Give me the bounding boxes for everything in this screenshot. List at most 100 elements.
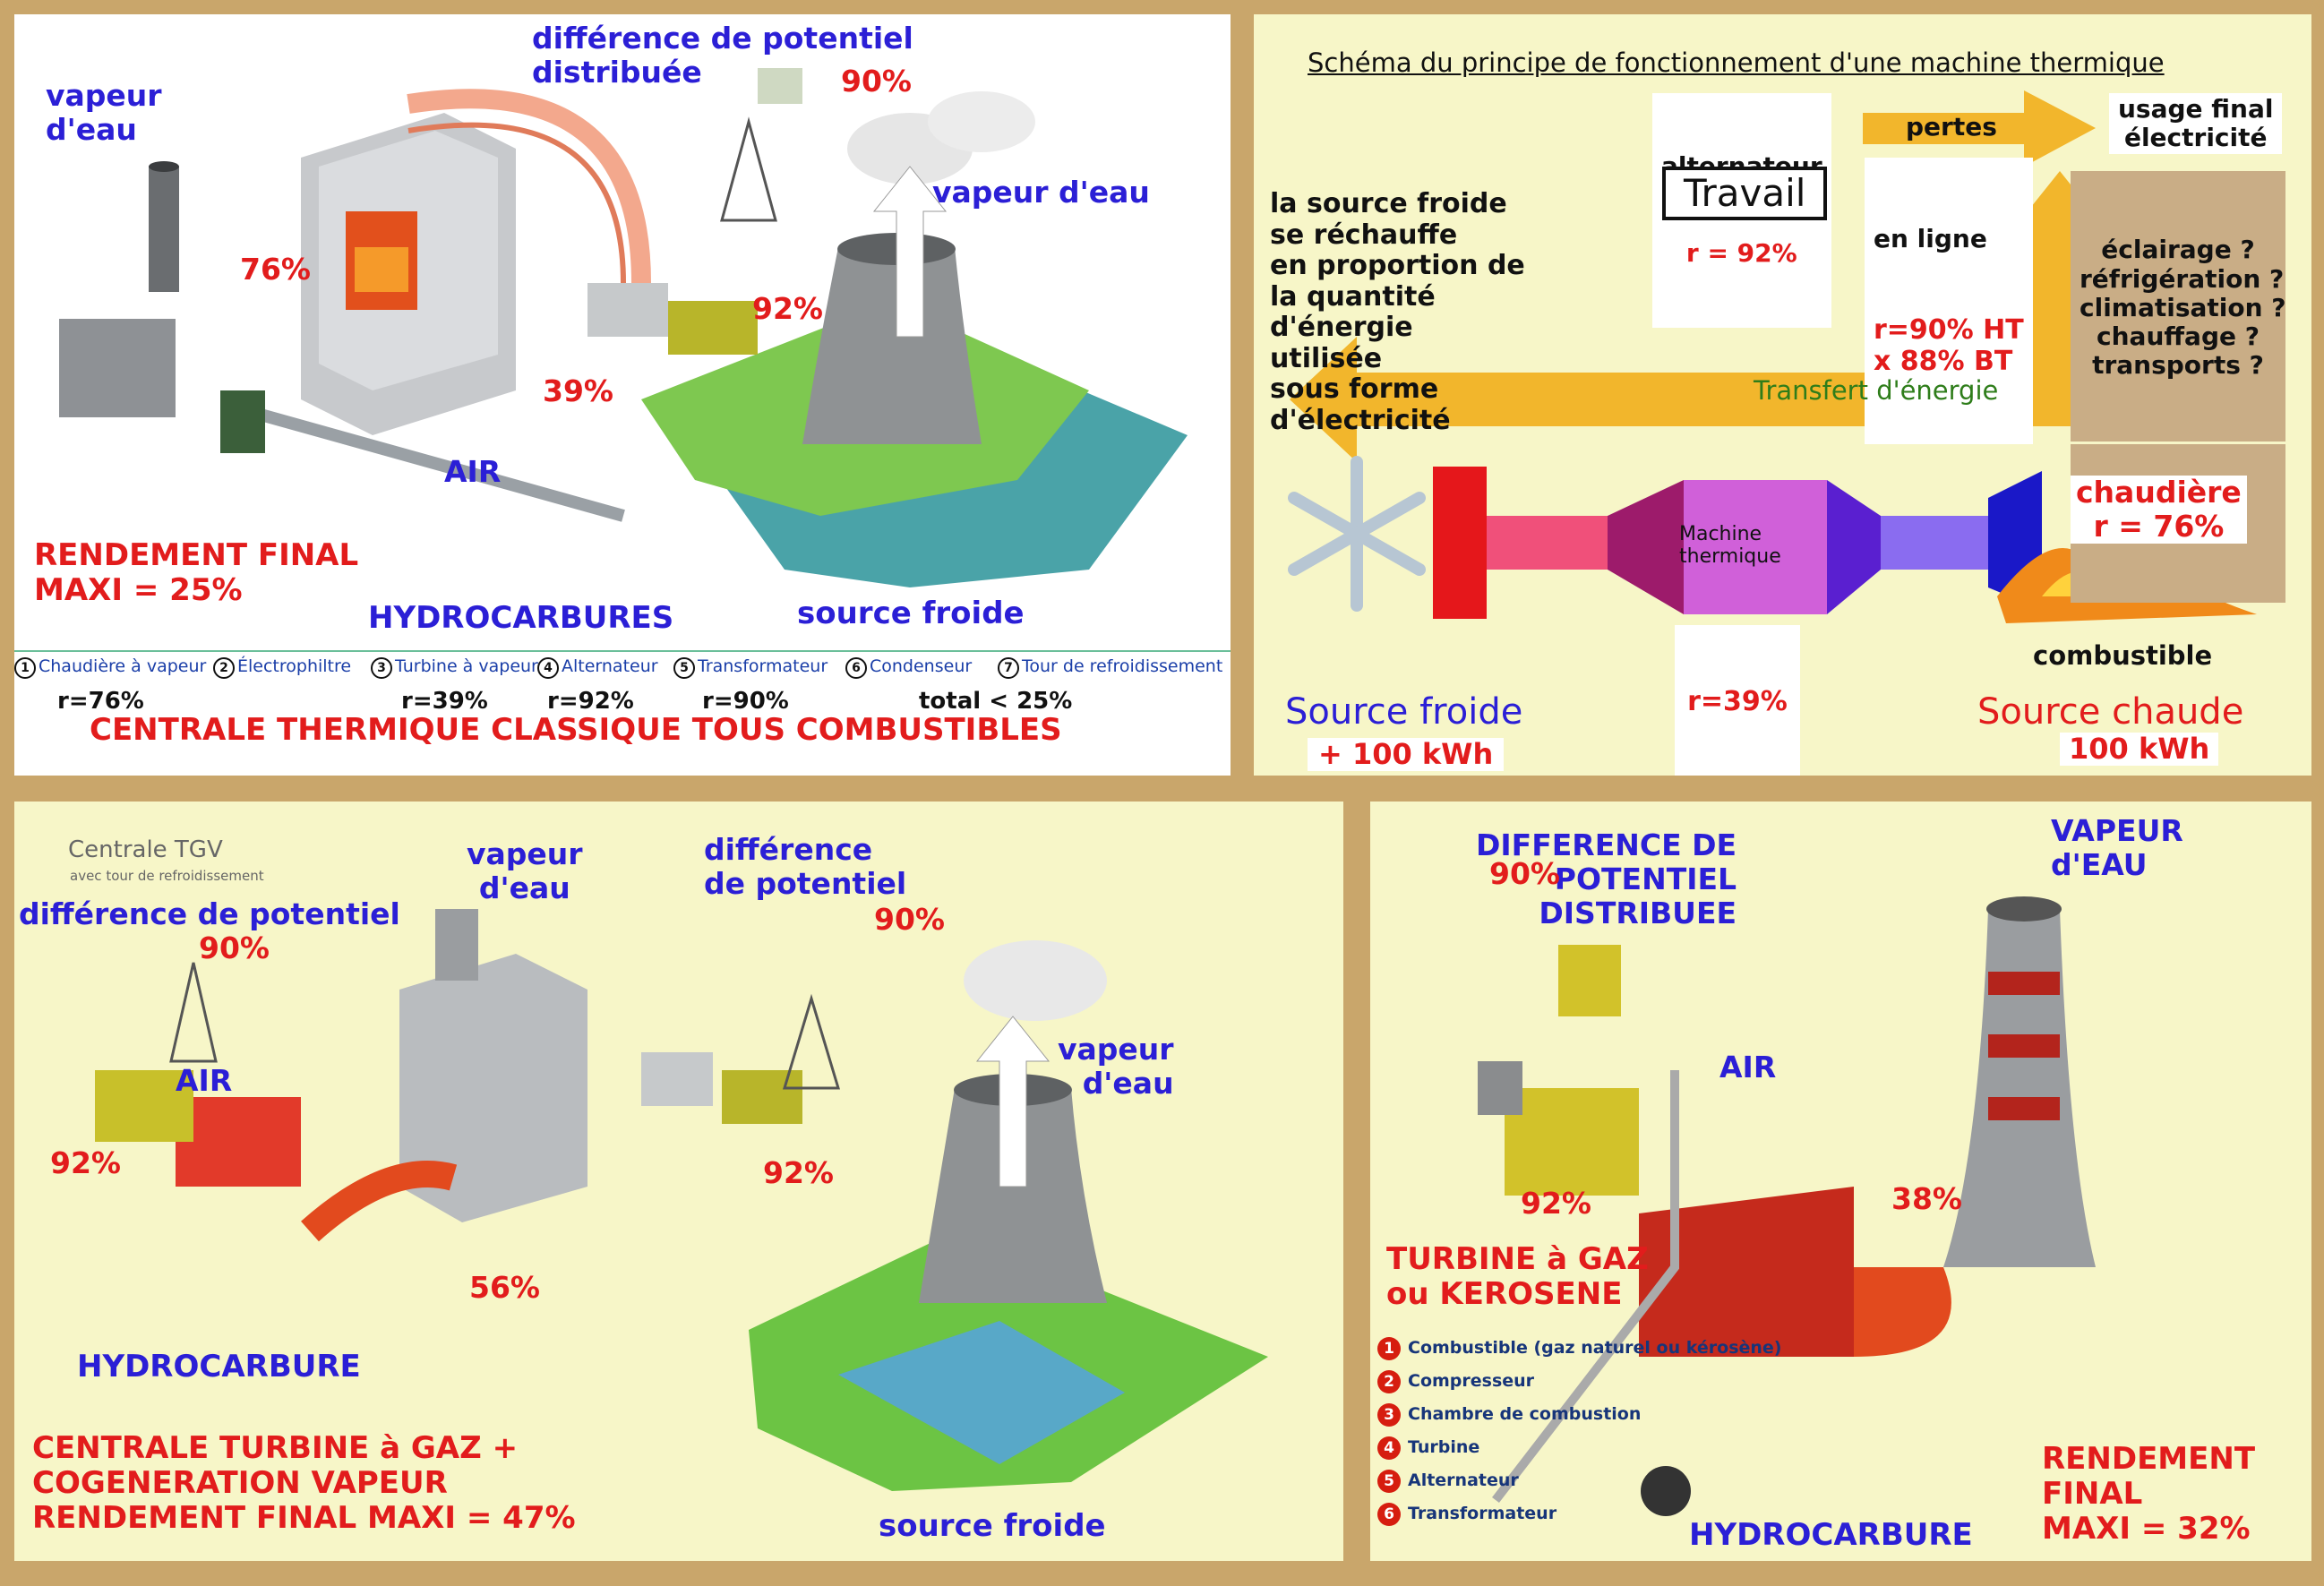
label-difference-potentiel: différence de potentiel distribuée <box>532 21 913 90</box>
source-froide-explanation: la source froide se réchauffe en proport… <box>1270 188 1525 436</box>
label-hydrocarbure: HYDROCARBURE <box>77 1349 361 1385</box>
legend-number: 4 <box>1377 1436 1401 1460</box>
legend-label: Compresseur <box>1408 1371 1535 1391</box>
ligne-box: en ligne r=90% HT x 88% BT <box>1865 158 2033 445</box>
combustible-label: combustible <box>2033 640 2213 671</box>
label-air: AIR <box>444 454 502 489</box>
label-diff-potentiel-left: différence de potentiel <box>19 896 400 931</box>
usage-final-label: usage final électricité <box>2109 93 2283 155</box>
legend-value-3: r=39% <box>401 688 488 715</box>
label-pct-92: 92% <box>1521 1186 1591 1221</box>
legend-value-5: r=90% <box>702 688 789 715</box>
snowflake-icon <box>1288 456 1426 612</box>
travail-box: Travail <box>1662 167 1828 221</box>
label-hydrocarbures: HYDROCARBURES <box>368 600 674 636</box>
label-vapeur-eau-left: vapeur d'eau <box>46 78 162 147</box>
panel-tgv-plant: Centrale TGV avec tour de refroidissemen… <box>14 802 1343 1561</box>
label-rendement-final: RENDEMENT FINAL MAXI = 32% <box>2042 1441 2256 1547</box>
source-chaude-title: Source chaude <box>1977 691 2244 733</box>
legend-value-1: r=76% <box>57 688 144 715</box>
machine-thermique-label: Machine thermique <box>1679 523 1781 569</box>
label-vapeur-right: vapeur d'eau <box>1058 1032 1174 1101</box>
legend-label: Chambre de combustion <box>1408 1404 1642 1424</box>
legend-number: 1 <box>1377 1337 1401 1360</box>
label-vapeur-top: vapeur d'eau <box>467 836 583 905</box>
label-pct-92-right: 92% <box>763 1155 834 1190</box>
label-hydrocarbure: HYDROCARBURE <box>1689 1517 1973 1553</box>
legend-value-6: total < 25% <box>919 688 1073 715</box>
label-rendement-final: RENDEMENT FINAL MAXI = 25% <box>34 537 359 609</box>
label-difference-potentiel: DIFFERENCE DE POTENTIEL DISTRIBUEE <box>1476 827 1737 930</box>
legend-number: 4 <box>537 657 559 679</box>
legend-label: Tour de refroidissement <box>1022 656 1223 676</box>
legend-number: 6 <box>845 657 867 679</box>
legend-item-6: 6 Transformateur <box>1377 1503 1781 1536</box>
legend-label: Électrophiltre <box>237 656 352 676</box>
legend-label: Alternateur <box>562 656 658 676</box>
kwh22-divider <box>2071 441 2285 444</box>
label-pct-56: 56% <box>469 1270 540 1305</box>
legend-number: 7 <box>998 657 1019 679</box>
label-vapeur-eau: VAPEUR d'EAU <box>2051 813 2183 882</box>
source-froide-title: Source froide <box>1285 691 1523 733</box>
legend-value-4: r=92% <box>547 688 634 715</box>
panel-thermal-plant: vapeur d'eau différence de potentiel dis… <box>14 14 1231 776</box>
legend-label: Turbine <box>1408 1437 1480 1457</box>
legend-number: 5 <box>1377 1470 1401 1493</box>
label-air: AIR <box>1719 1050 1777 1084</box>
legend-item-4: 4 Turbine <box>1377 1436 1781 1470</box>
label-pct-76: 76% <box>240 252 311 287</box>
label-pct-38: 38% <box>1891 1181 1962 1216</box>
turbine-efficiency: r=39% <box>1687 686 1788 717</box>
label-pct-90: 90% <box>1489 856 1560 891</box>
source-chaude-kwh: 100 kWh <box>2060 733 2219 766</box>
legend-label: Transformateur <box>698 656 828 676</box>
label-source-froide: source froide <box>879 1508 1106 1544</box>
source-froide-kwh: + 100 kWh <box>1308 738 1505 771</box>
legend-label: Transformateur <box>1408 1504 1557 1523</box>
label-pct-90-right: 90% <box>874 902 945 937</box>
usages-list: éclairage ? réfrigération ? climatisatio… <box>2080 235 2286 381</box>
panel-gas-turbine: DIFFERENCE DE POTENTIEL DISTRIBUEE 90% V… <box>1370 802 2311 1561</box>
legend-item-5: 5 Alternateur <box>1377 1470 1781 1503</box>
legend-item-2: 2 Compresseur <box>1377 1370 1781 1403</box>
legend-divider <box>14 650 1231 652</box>
thermal-plant-illustration <box>59 68 1188 587</box>
alternateur-efficiency: r = 92% <box>1685 237 1797 268</box>
ligne-efficiency: r=90% HT x 88% BT <box>1874 314 2024 377</box>
legend-label: Chaudière à vapeur <box>39 656 207 676</box>
legend-label: Combustible (gaz naturel ou kérosène) <box>1408 1338 1782 1358</box>
pertes-label: pertes <box>1906 112 1997 141</box>
legend-number: 2 <box>213 657 235 679</box>
panel-principle-diagram: Schéma du principe de fonctionnement d'u… <box>1254 14 2311 776</box>
gas-turbine-illustration <box>1478 896 2096 1516</box>
label-turbine-gaz: TURBINE à GAZ ou KEROSENE <box>1386 1241 1649 1313</box>
legend-number: 2 <box>1377 1370 1401 1393</box>
label-pct-90-left: 90% <box>199 930 270 965</box>
legend-item-3: 3 Chambre de combustion <box>1377 1403 1781 1436</box>
centrale-tgv-subtitle: avec tour de refroidissement <box>70 868 264 884</box>
en-ligne-text: en ligne <box>1874 224 1987 253</box>
label-pct-92: 92% <box>752 291 823 326</box>
legend-item-1: 1 Combustible (gaz naturel ou kérosène) <box>1377 1337 1781 1370</box>
legend-number: 6 <box>1377 1503 1401 1526</box>
diagram-title: Schéma du principe de fonctionnement d'u… <box>1308 47 2165 78</box>
legend-number: 3 <box>1377 1403 1401 1427</box>
transfert-energie-label: Transfert d'énergie <box>1754 375 1999 406</box>
tgv-plant-illustration <box>95 909 1268 1491</box>
legend-number: 1 <box>14 657 36 679</box>
chaudiere-label: chaudière r = 76% <box>2071 476 2247 544</box>
legend-number: 5 <box>673 657 695 679</box>
legend-label: Alternateur <box>1408 1470 1519 1490</box>
gas-turbine-legend: 1 Combustible (gaz naturel ou kérosène) 2… <box>1377 1337 1781 1536</box>
label-diff-potentiel-right: différence de potentiel <box>704 832 907 901</box>
label-pct-90: 90% <box>841 64 912 99</box>
panel-3-title: CENTRALE TURBINE à GAZ + COGENERATION VA… <box>32 1430 576 1537</box>
